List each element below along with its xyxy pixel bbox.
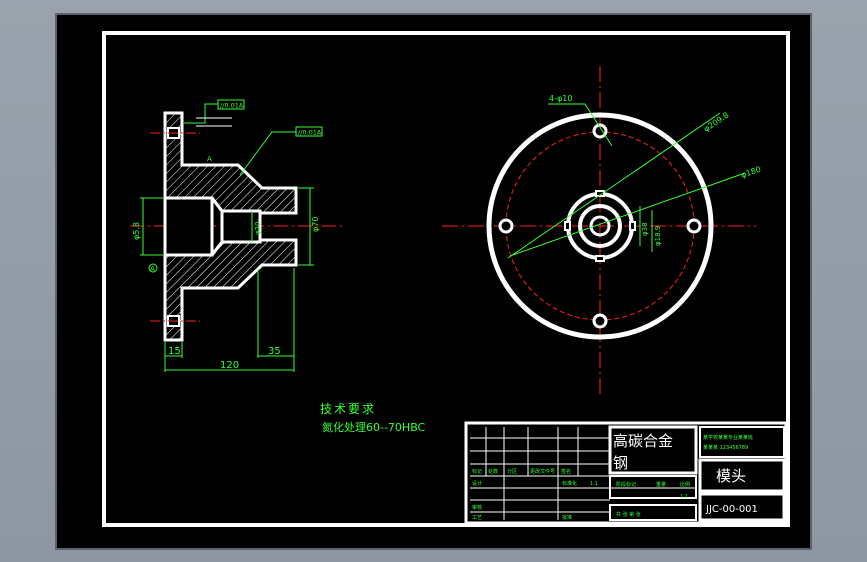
dim-bore2-text: φ18.9 bbox=[654, 226, 662, 246]
tech-req-line1: 氮化处理60--70HBC bbox=[322, 420, 426, 434]
dim-15: 15 bbox=[168, 346, 181, 357]
hub-inner-circle bbox=[578, 204, 622, 248]
tb-name-cell bbox=[698, 458, 786, 493]
dim-bore1-text: φ38 bbox=[641, 222, 649, 236]
dim-inner: φ20 bbox=[254, 221, 262, 235]
flange-outer-circle bbox=[486, 112, 714, 340]
dim-120: 120 bbox=[220, 360, 239, 371]
dim-35: 35 bbox=[268, 346, 281, 357]
datum-letter: A bbox=[150, 265, 155, 273]
bore-circle bbox=[589, 215, 611, 237]
tb-label-n: 共 张 第 张 bbox=[616, 511, 641, 518]
tb-material-line1: 高碳合金 bbox=[613, 432, 673, 450]
tb-label-a: 标记 bbox=[472, 468, 482, 475]
tb-company-line1: 某学校某某专业某某班 bbox=[703, 434, 753, 441]
tol-frame-2 bbox=[295, 126, 323, 137]
dim-d70: φ70 bbox=[311, 217, 320, 232]
tb-part-name: 模头 bbox=[716, 467, 746, 485]
bore-left bbox=[163, 196, 214, 257]
tol-leader-2 bbox=[239, 131, 296, 176]
tol-frame-1 bbox=[217, 99, 245, 110]
tb-drawing-number: JJC-00-001 bbox=[705, 504, 758, 515]
tb-label-h: 审核 bbox=[472, 504, 482, 511]
tb-sheet-cell bbox=[609, 504, 697, 521]
notch-right bbox=[629, 221, 636, 231]
tb-label-l: 重量 bbox=[656, 481, 666, 488]
tech-req-heading: 技术要求 bbox=[320, 402, 376, 416]
tb-label-f: 设计 bbox=[472, 480, 482, 487]
tb-number-cell bbox=[698, 492, 786, 522]
datum-letter-top: A bbox=[207, 155, 212, 163]
dim-left: φ5.8 bbox=[132, 222, 141, 240]
section-view: //0.01A //0.01A 15 35 120 φ70 φ5.8 φ20 A… bbox=[130, 99, 345, 372]
bore-right bbox=[220, 209, 262, 244]
tb-label-j: 批准 bbox=[562, 514, 572, 521]
tb-label-d: 更改文件号 bbox=[530, 468, 555, 475]
leader-d209 bbox=[507, 112, 721, 259]
tb-material-line2: 钢 bbox=[613, 454, 628, 472]
bolt-hole-bottom bbox=[592, 313, 608, 329]
tb-stage-cell bbox=[609, 475, 697, 499]
bolt-hole-right bbox=[686, 218, 702, 234]
tb-label-c: 分区 bbox=[507, 468, 517, 475]
tb-material-cell bbox=[608, 425, 698, 475]
title-block bbox=[464, 421, 788, 525]
tb-outer bbox=[464, 421, 788, 525]
notch-bottom bbox=[595, 255, 605, 262]
leader-holes bbox=[548, 103, 613, 147]
tb-label-m: 比例 bbox=[680, 481, 690, 488]
notch-top bbox=[595, 190, 605, 197]
bore-step-top bbox=[210, 197, 224, 212]
title-block-texts: 标记 处数 分区 更改文件号 签名 设计 标准化 审核 工艺 批准 阶段标记 重… bbox=[472, 468, 690, 521]
notch-left bbox=[564, 221, 571, 231]
tb-label-o: 1:1 bbox=[680, 494, 688, 500]
tb-scale-small: 1:1 bbox=[590, 481, 598, 487]
tol-frame-1-text: //0.01A bbox=[220, 102, 244, 110]
tb-company-line2: 某某某 123456789 bbox=[703, 445, 748, 451]
tol-frame-2-text: //0.01A bbox=[298, 129, 322, 137]
tb-company-cell bbox=[699, 426, 785, 458]
tb-label-b: 处数 bbox=[488, 468, 498, 475]
bore-step-bottom bbox=[210, 241, 224, 256]
leader-d180 bbox=[509, 172, 746, 257]
datum-circle bbox=[148, 263, 158, 273]
tb-label-e: 签名 bbox=[561, 468, 571, 475]
tol-leader-1 bbox=[184, 103, 218, 124]
tb-label-g: 标准化 bbox=[562, 480, 577, 487]
dim-holes: 4-φ10 bbox=[549, 94, 572, 103]
tb-label-i: 工艺 bbox=[472, 515, 482, 521]
bolt-hole-top bbox=[592, 123, 608, 139]
tb-label-k: 阶段标记 bbox=[616, 481, 636, 488]
outer-frame bbox=[102, 31, 790, 527]
bolt-hole-left bbox=[498, 218, 514, 234]
